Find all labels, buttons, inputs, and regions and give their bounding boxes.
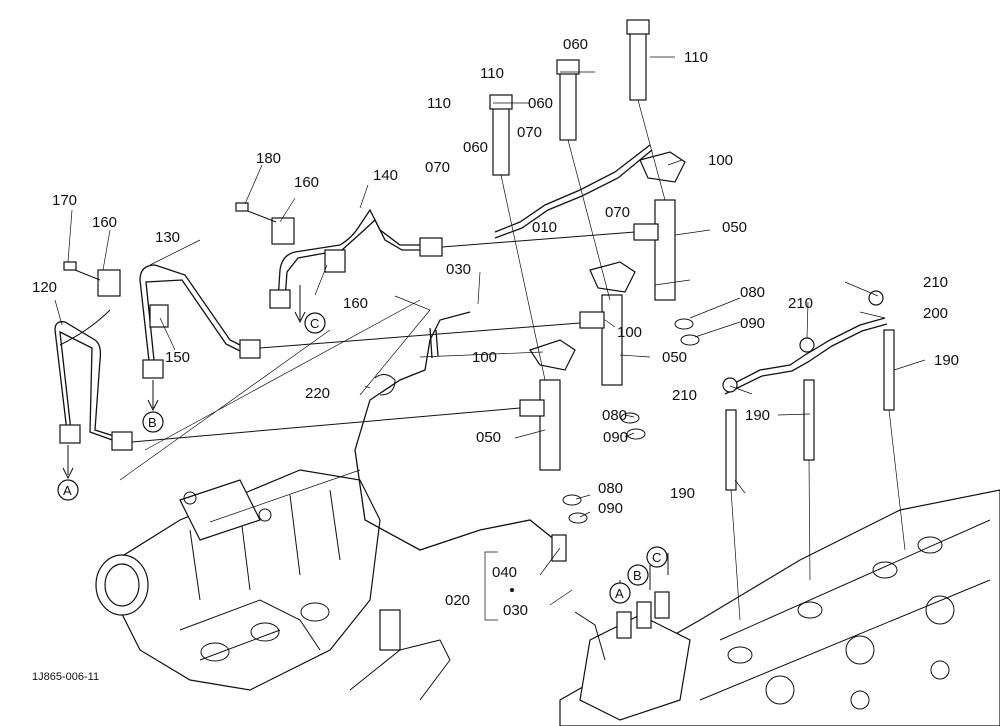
- callout-030-upper: 030: [446, 261, 471, 278]
- callout-120: 120: [32, 279, 57, 296]
- callout-050-middle: 050: [662, 349, 687, 366]
- callout-070-top: 070: [517, 124, 542, 141]
- pump-connector-a: A: [615, 586, 624, 601]
- pump-connector-c-circle: [646, 546, 668, 568]
- pump-connector-b: B: [633, 568, 642, 583]
- callout-210-middle: 210: [788, 295, 813, 312]
- callout-110-right: 110: [684, 49, 708, 66]
- pump-connector-b-circle: [627, 564, 649, 586]
- callout-010: 010: [532, 219, 557, 236]
- callout-100-left: 100: [472, 349, 497, 366]
- callout-060-top: 060: [563, 36, 588, 53]
- callout-070-left: 070: [425, 159, 450, 176]
- callout-190-left: 190: [670, 485, 695, 502]
- callout-190-right: 190: [934, 352, 959, 369]
- callout-030-lower: 030: [503, 602, 528, 619]
- pump-connector-c: C: [652, 550, 661, 565]
- callout-110-left: 110: [427, 95, 451, 112]
- callout-160-right: 160: [343, 295, 368, 312]
- callout-100-top: 100: [708, 152, 733, 169]
- bolts-110: [489, 19, 666, 381]
- callout-080-top: 080: [740, 284, 765, 301]
- connector-c: C: [310, 316, 319, 331]
- callout-060-left: 060: [463, 139, 488, 156]
- nozzles: [519, 151, 700, 524]
- leader-guides: [119, 295, 431, 523]
- callout-110-middle: 110: [480, 65, 504, 82]
- connector-c-circle: [304, 312, 326, 334]
- callout-150: 150: [165, 349, 190, 366]
- injection-pump: [349, 591, 691, 721]
- injection-pipes: [54, 208, 636, 451]
- callout-210-right: 210: [923, 274, 948, 291]
- callout-170: 170: [52, 192, 77, 209]
- callout-090-top: 090: [740, 315, 765, 332]
- connector-a: A: [63, 483, 72, 498]
- figure-code: 1J865-006-11: [32, 671, 99, 683]
- callout-050-top: 050: [722, 219, 747, 236]
- callout-140: 140: [373, 167, 398, 184]
- glow-plugs: [722, 290, 906, 621]
- leak-off-pipe: [494, 144, 653, 239]
- pipe-clamps: [63, 202, 346, 328]
- callout-130: 130: [155, 229, 180, 246]
- connector-labels: A B C A B C: [57, 312, 668, 604]
- callout-160-top: 160: [294, 174, 319, 191]
- callout-100-middle: 100: [617, 324, 642, 341]
- connector-a-circle: [57, 479, 79, 501]
- callout-050-left: 050: [476, 429, 501, 446]
- pump-connector-a-circle: [609, 582, 631, 604]
- callout-020: 020: [445, 592, 470, 609]
- callout-070-right: 070: [605, 204, 630, 221]
- connector-b-circle: [142, 411, 164, 433]
- callout-210-left: 210: [672, 387, 697, 404]
- callout-220: 220: [305, 385, 330, 402]
- callout-090-bottom: 090: [598, 500, 623, 517]
- callout-leaders: [54, 56, 926, 606]
- group-bracket-020: [484, 551, 514, 621]
- callout-090-middle: 090: [603, 429, 628, 446]
- callouts: 110 110 110 060 060 060 070 070 070 010 …: [32, 36, 959, 619]
- callout-080-bottom: 080: [598, 480, 623, 497]
- callout-160-left: 160: [92, 214, 117, 231]
- intake-manifold: [95, 469, 381, 691]
- callout-060-middle: 060: [528, 95, 553, 112]
- callout-190-middle: 190: [745, 407, 770, 424]
- callout-200: 200: [923, 305, 948, 322]
- callout-040: 040: [492, 564, 517, 581]
- callout-180: 180: [256, 150, 281, 167]
- connector-b: B: [148, 415, 157, 430]
- callout-080-middle: 080: [602, 407, 627, 424]
